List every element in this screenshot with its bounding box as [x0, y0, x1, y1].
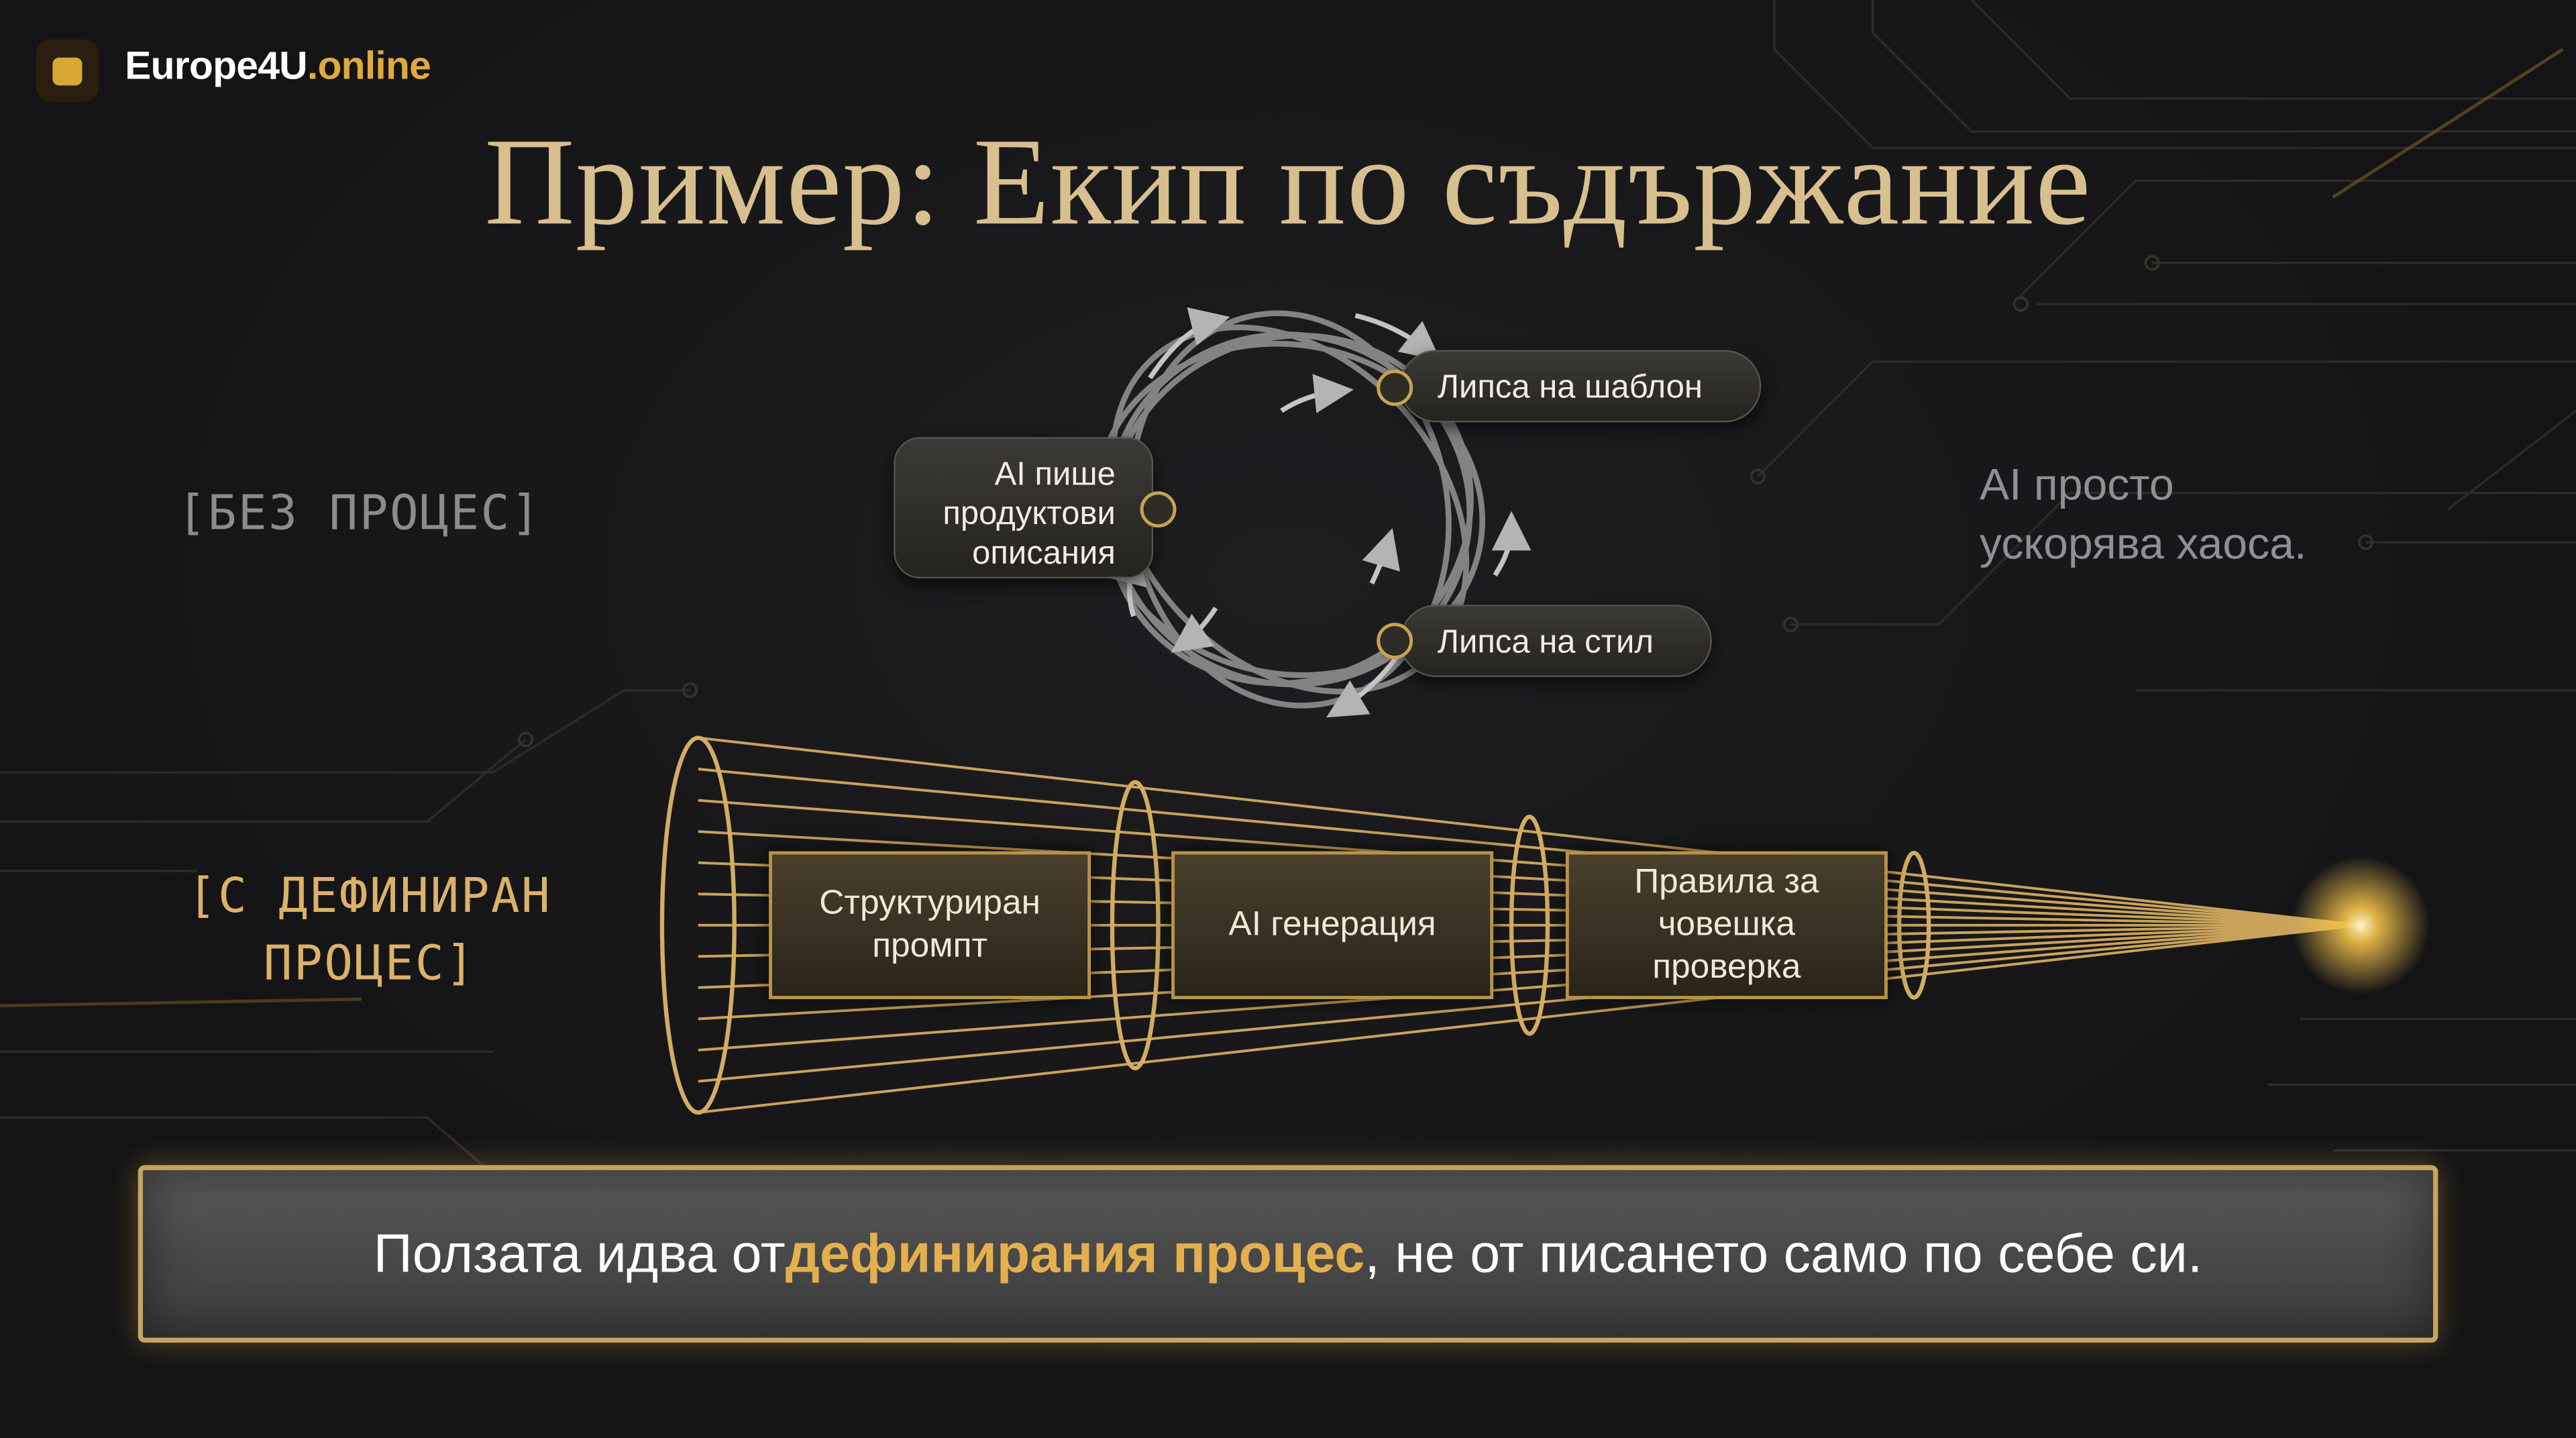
funnel-ray	[698, 768, 2361, 927]
defined-process-label: [С ДЕФИНИРАН ПРОЦЕС]	[187, 868, 552, 991]
funnel-ray	[698, 830, 2361, 927]
node-connector-dot	[1377, 370, 1413, 406]
brand-name: Europe4U.online	[125, 44, 431, 89]
without-process-label: [БЕЗ ПРОЦЕС]	[177, 484, 541, 541]
funnel-ray	[698, 799, 2361, 927]
takeaway-highlight: дефинирания процес	[785, 1223, 1365, 1284]
step-ai-generation: AI генерация	[1171, 851, 1494, 999]
funnel-ray	[698, 923, 2361, 1021]
missing-style-node: Липса на стил	[1399, 605, 1712, 677]
chaos-note: AI просто ускорява хаоса.	[1980, 460, 2307, 569]
node-connector-dot	[1140, 491, 1177, 528]
takeaway-text: Ползата идва от дефинирания процес, не о…	[138, 1165, 2438, 1342]
slide-title: Пример: Екип по съдържание	[484, 113, 2092, 252]
takeaway-banner	[138, 1165, 2438, 1343]
funnel-ray	[698, 923, 2361, 1083]
funnel-glow-point	[2292, 856, 2430, 994]
funnel-ray	[698, 923, 2361, 1114]
ai-writes-descriptions-node: AI пише продуктови описания	[894, 437, 1154, 579]
brand-logo-icon	[36, 39, 99, 102]
node-connector-dot	[1377, 623, 1413, 660]
missing-template-node: Липса на шаблон	[1399, 350, 1762, 423]
funnel-ray	[698, 923, 2361, 1051]
funnel-ray	[698, 736, 2361, 927]
